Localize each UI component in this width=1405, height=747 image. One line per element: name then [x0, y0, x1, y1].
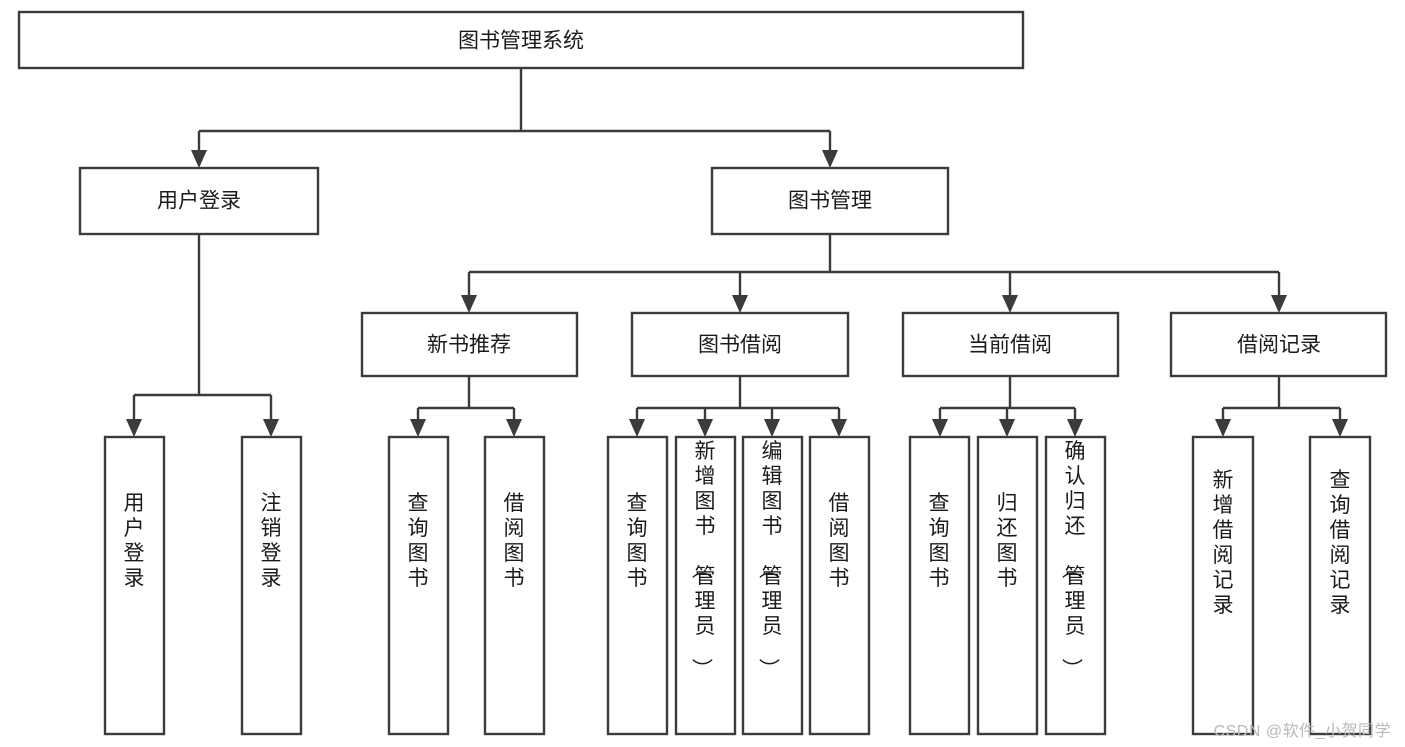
node-leaf-add-book-label: 新增图书（管理员） — [690, 440, 716, 679]
node-current-borrow-box[interactable] — [901, 311, 1120, 378]
node-leaf-query-book-2[interactable]: 查询图书 — [606, 435, 669, 736]
node-leaf-edit-book-box[interactable] — [741, 435, 804, 736]
node-current-borrow[interactable]: 当前借阅 — [901, 311, 1120, 378]
arrow-to-leaf-confirm-return — [1067, 419, 1083, 437]
connector-current-borrow-bus — [938, 376, 1077, 421]
node-leaf-query-book-3[interactable]: 查询图书 — [908, 435, 971, 736]
node-leaf-query-record[interactable]: 查询借阅记录 — [1308, 435, 1372, 736]
node-leaf-user-login-box[interactable] — [103, 435, 166, 736]
node-leaf-logout-login[interactable]: 注销登录 — [240, 435, 303, 736]
node-leaf-borrow-book-1-box[interactable] — [483, 435, 546, 736]
node-leaf-query-record-box[interactable] — [1308, 435, 1372, 736]
arrow-to-leaf-add-record — [1215, 419, 1231, 437]
node-borrow-record-box[interactable] — [1169, 311, 1388, 378]
arrow-to-leaf-borrow-book-2 — [831, 419, 847, 437]
node-leaf-user-login-label: 用户登录 — [124, 492, 145, 590]
arrow-to-leaf-logout-login — [263, 419, 279, 437]
node-leaf-logout-login-box[interactable] — [240, 435, 303, 736]
node-leaf-confirm-return-label: 确认归还（管理员） — [1060, 440, 1086, 679]
node-leaf-add-book[interactable]: 新增图书（管理员） — [674, 435, 737, 736]
node-book-management[interactable]: 图书管理 — [710, 166, 950, 236]
node-leaf-logout-login-label: 注销登录 — [261, 492, 282, 590]
connector-new-book-recommend-bus — [416, 376, 516, 421]
node-leaf-edit-book[interactable]: 编辑图书（管理员） — [741, 435, 804, 736]
arrow-to-leaf-query-book-3 — [932, 419, 948, 437]
arrow-to-leaf-query-book-2 — [629, 419, 645, 437]
node-user-login-box[interactable] — [78, 166, 320, 236]
node-book-management-label: 图书管理 — [788, 190, 872, 213]
node-borrow-record-label: 借阅记录 — [1237, 334, 1321, 357]
connector-user-login-bus — [132, 234, 273, 421]
arrow-to-book-management — [822, 150, 838, 168]
node-leaf-edit-book-label: 编辑图书（管理员） — [757, 440, 783, 679]
node-new-book-recommend[interactable]: 新书推荐 — [360, 311, 579, 378]
node-leaf-user-login[interactable]: 用户登录 — [103, 435, 166, 736]
node-leaf-confirm-return[interactable]: 确认归还（管理员） — [1044, 435, 1107, 736]
node-root[interactable]: 图书管理系统 — [17, 10, 1025, 70]
connector-borrow-record-bus — [1221, 376, 1342, 421]
connector-root-to-level2 — [197, 69, 832, 152]
node-book-borrow-label: 图书借阅 — [698, 334, 782, 357]
node-leaf-add-book-box[interactable] — [674, 435, 737, 736]
node-root-label: 图书管理系统 — [458, 30, 584, 53]
arrow-to-leaf-add-book — [697, 419, 713, 437]
node-new-book-recommend-label: 新书推荐 — [427, 334, 511, 357]
arrow-to-leaf-query-record — [1332, 419, 1348, 437]
arrow-to-book-borrow — [732, 295, 748, 313]
arrow-to-leaf-query-book-1 — [410, 419, 426, 437]
node-leaf-add-record-label: 新增借阅记录 — [1213, 469, 1234, 617]
node-new-book-recommend-box[interactable] — [360, 311, 579, 378]
node-leaf-query-book-3-label: 查询图书 — [929, 492, 950, 590]
node-leaf-query-book-2-label: 查询图书 — [627, 492, 648, 590]
node-leaf-query-book-1[interactable]: 查询图书 — [387, 435, 450, 736]
arrow-to-leaf-edit-book — [764, 419, 780, 437]
node-leaf-confirm-return-box[interactable] — [1044, 435, 1107, 736]
node-root-box[interactable] — [17, 10, 1025, 70]
arrow-to-leaf-return-book — [999, 419, 1015, 437]
node-leaf-return-book[interactable]: 归还图书 — [976, 435, 1039, 736]
arrow-to-leaf-user-login — [126, 419, 142, 437]
arrow-to-borrow-record — [1271, 295, 1287, 313]
node-leaf-query-book-1-box[interactable] — [387, 435, 450, 736]
node-current-borrow-label: 当前借阅 — [968, 334, 1052, 357]
connector-layer — [126, 69, 1348, 437]
node-book-management-box[interactable] — [710, 166, 950, 236]
node-leaf-borrow-book-1[interactable]: 借阅图书 — [483, 435, 546, 736]
node-leaf-add-record[interactable]: 新增借阅记录 — [1191, 435, 1255, 736]
node-book-borrow[interactable]: 图书借阅 — [630, 311, 850, 378]
node-user-login-label: 用户登录 — [157, 190, 241, 213]
node-book-borrow-box[interactable] — [630, 311, 850, 378]
node-user-login[interactable]: 用户登录 — [78, 166, 320, 236]
node-leaf-borrow-book-2-box[interactable] — [808, 435, 871, 736]
arrow-to-leaf-borrow-book-1 — [506, 419, 522, 437]
arrow-to-new-book-recommend — [461, 295, 477, 313]
node-leaf-add-record-box[interactable] — [1191, 435, 1255, 736]
node-leaf-return-book-box[interactable] — [976, 435, 1039, 736]
connector-book-management-bus — [467, 234, 1281, 297]
node-leaf-borrow-book-2-label: 借阅图书 — [829, 492, 850, 590]
arrow-to-current-borrow — [1002, 295, 1018, 313]
connector-book-borrow-bus — [635, 376, 841, 421]
node-leaf-query-book-3-box[interactable] — [908, 435, 971, 736]
node-leaf-query-book-2-box[interactable] — [606, 435, 669, 736]
arrow-to-user-login — [191, 150, 207, 168]
node-borrow-record[interactable]: 借阅记录 — [1169, 311, 1388, 378]
node-leaf-return-book-label: 归还图书 — [997, 492, 1018, 590]
node-leaf-query-record-label: 查询借阅记录 — [1330, 469, 1351, 617]
node-leaf-query-book-1-label: 查询图书 — [408, 492, 429, 590]
node-leaf-borrow-book-2[interactable]: 借阅图书 — [808, 435, 871, 736]
node-leaf-borrow-book-1-label: 借阅图书 — [504, 492, 525, 590]
